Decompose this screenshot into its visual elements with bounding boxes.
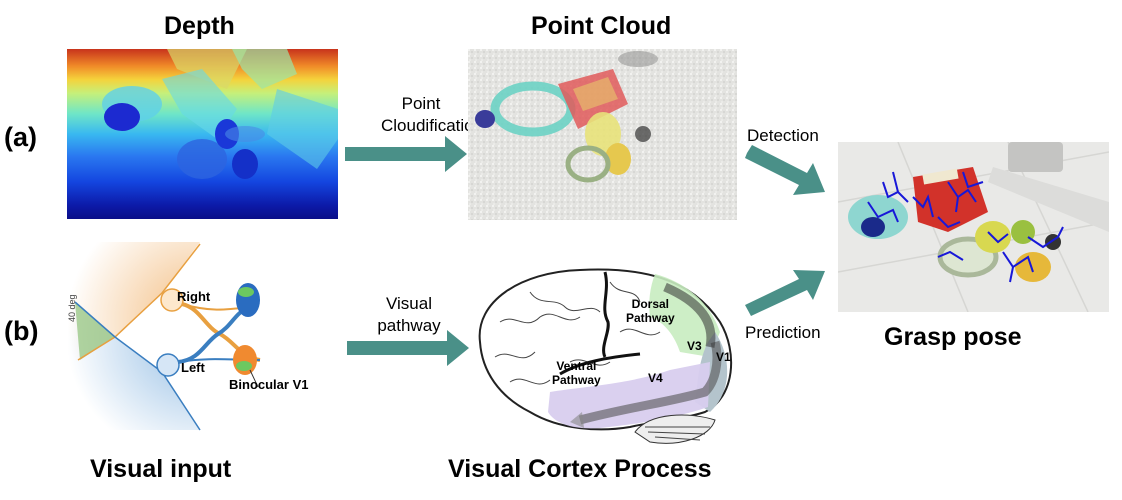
dorsal-line1: Dorsal [631,297,670,311]
dorsal-pathway-label: Dorsal Pathway [626,297,675,325]
angle-label: 40 deg [67,294,77,322]
right-eye-icon [160,288,184,312]
central-sulcus [602,271,610,358]
point-cloud-objects [468,49,737,220]
arrow-label-prediction: Prediction [745,323,821,342]
detection-arrow [745,145,825,195]
grasp-scene [838,142,1109,312]
arrow-label-visual-pathway: Visual pathway [374,293,444,337]
v3-label: V3 [687,339,702,353]
point-cloudification-arrow [345,136,467,172]
v1-label: V1 [716,350,731,364]
row-label-a: (a) [4,122,37,152]
lateral-sulcus [559,352,641,376]
arrow-label-line2: pathway [377,316,441,335]
arrow-label-line1: Point [401,94,441,113]
visual-input-diagram [60,242,261,431]
dorsal-line2: Pathway [626,311,675,325]
visual-cortex-title: Visual Cortex Process [448,455,712,483]
dorsal-pathway-arrow [663,282,716,348]
depth-title: Depth [164,12,235,40]
ventral-line2: Pathway [552,373,601,387]
brain-diagram [478,268,733,444]
arrow-label-line2: Cloudification [381,116,484,135]
point-cloud-image [468,49,737,220]
binocular-v1-label: Binocular V1 [229,377,309,392]
prediction-arrow [745,270,825,316]
ventral-pathway-arrow [578,340,722,425]
arrow-label-detection: Detection [747,126,819,145]
v4-label: V4 [648,371,663,385]
depth-image [67,49,338,219]
ventral-line1: Ventral [556,359,597,373]
visual-input-title: Visual input [90,455,232,483]
depth-objects [102,49,338,179]
binocular-overlap [75,302,115,360]
left-eye-label: Left [181,360,205,375]
arrow-label-point-cloudification: Point Cloudification [381,93,484,137]
arrow-label-line1: Visual [386,294,432,313]
grasp-pose-image [838,142,1109,312]
left-eye-icon [156,353,180,377]
cerebellum [634,414,716,444]
ventral-pathway-label: Ventral Pathway [552,359,601,387]
visual-pathway-arrow [347,330,469,366]
point-cloud-title: Point Cloud [531,12,672,40]
grasp-pose-title: Grasp pose [884,323,1022,351]
dorsal-region [649,274,720,357]
row-label-b: (b) [4,316,39,346]
right-eye-label: Right [177,289,211,304]
ventral-region [548,362,710,429]
